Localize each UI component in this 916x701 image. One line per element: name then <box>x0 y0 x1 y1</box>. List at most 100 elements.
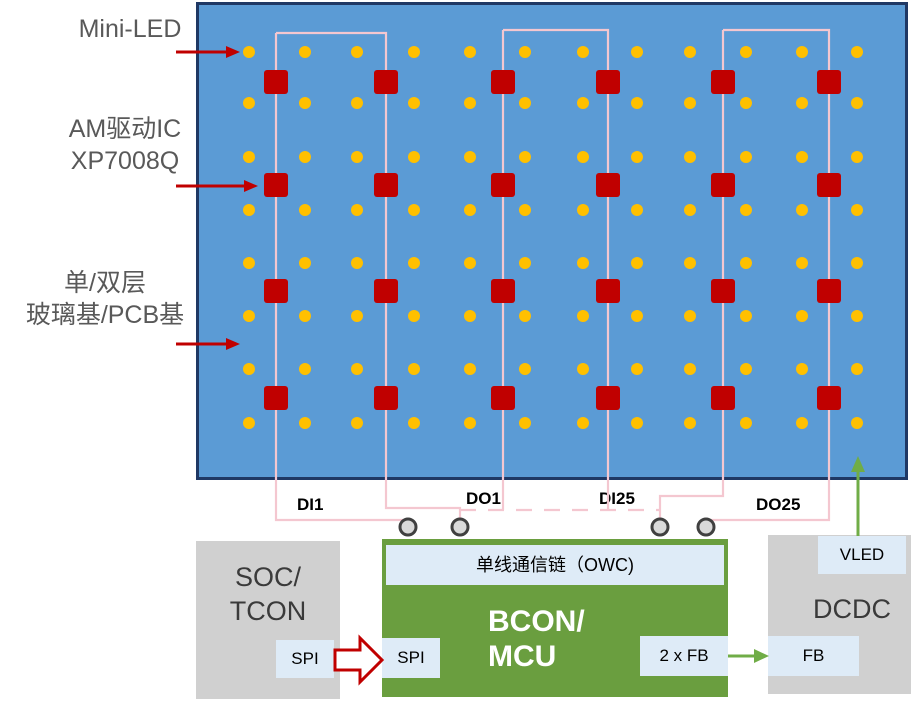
mini-led-dot <box>851 310 863 322</box>
dcdc-label: DCDC <box>813 594 891 624</box>
mini-led-dot <box>519 417 531 429</box>
mini-led-dot <box>299 310 311 322</box>
driver-ic-chip <box>491 173 515 197</box>
mini-led-dot <box>740 417 752 429</box>
bcon-fb-port: 2 x FB <box>640 636 728 676</box>
driver-ic-chip <box>374 386 398 410</box>
mini-led-dot <box>577 151 589 163</box>
driver-ic-chip <box>817 70 841 94</box>
mini-led-dot <box>351 46 363 58</box>
mini-led-dot <box>351 204 363 216</box>
mini-led-dot <box>740 204 752 216</box>
mini-led-dot <box>243 46 255 58</box>
mini-led-dot <box>519 204 531 216</box>
mini-led-dot <box>577 257 589 269</box>
mini-led-dot <box>796 257 808 269</box>
mini-led-dot <box>243 97 255 109</box>
mini-led-dot <box>408 363 420 375</box>
dcdc-fb-port: FB <box>768 636 859 676</box>
mini-led-dot <box>684 97 696 109</box>
mini-led-dot <box>684 204 696 216</box>
driver-ic-chip <box>711 386 735 410</box>
wire-pair3 <box>721 28 831 82</box>
mini-led-dot <box>519 97 531 109</box>
mini-led-dot <box>684 310 696 322</box>
driver-ic-chip <box>374 279 398 303</box>
driver-ic-chip <box>711 173 735 197</box>
am-driver-arrowhead <box>244 180 258 192</box>
mini-led-dot <box>519 363 531 375</box>
driver-ic-chip <box>596 173 620 197</box>
driver-ic-chip <box>491 279 515 303</box>
mini-led-dot <box>631 151 643 163</box>
mini-led-dot <box>351 97 363 109</box>
mini-led-dot <box>740 97 752 109</box>
mini-led-dot <box>631 257 643 269</box>
mini-led-dot <box>299 417 311 429</box>
driver-ic-chip <box>817 386 841 410</box>
spi-hollow-arrow <box>333 634 385 686</box>
am-driver-label-line1: AM驱动IC <box>68 115 182 143</box>
mini-led-dot <box>577 97 589 109</box>
mini-led-dot <box>408 46 420 58</box>
driver-ic-chip <box>264 70 288 94</box>
soc-tcon-label-line1: SOC/ <box>234 562 301 592</box>
vled-arrowhead <box>851 456 865 472</box>
mini-led-dot <box>796 97 808 109</box>
connector-ring-di25 <box>650 517 670 537</box>
mini-led-dot <box>577 204 589 216</box>
substrate-arrowhead <box>226 338 240 350</box>
driver-ic-chip <box>596 70 620 94</box>
bcon-label-line2: MCU <box>488 640 557 673</box>
mini-led-dot <box>464 417 476 429</box>
wire-do25-drop <box>704 398 831 527</box>
mini-led-dot <box>351 310 363 322</box>
mini-led-dot <box>851 97 863 109</box>
mini-led-dot <box>464 46 476 58</box>
mini-led-dot <box>796 310 808 322</box>
driver-ic-array <box>264 70 841 410</box>
mini-led-dot <box>299 97 311 109</box>
mini-led-dot <box>351 363 363 375</box>
wire-label-di1: DI1 <box>297 495 324 514</box>
mini-led-dot <box>740 46 752 58</box>
connector-ring-di1 <box>398 517 418 537</box>
mini-led-dot <box>408 97 420 109</box>
mini-led-dot <box>464 151 476 163</box>
driver-ic-chip <box>817 173 841 197</box>
mini-led-dot <box>796 417 808 429</box>
mini-led-dot <box>464 204 476 216</box>
mini-led-dot <box>519 151 531 163</box>
mini-led-dot <box>464 363 476 375</box>
owc-bus: 单线通信链（OWC) <box>386 545 724 585</box>
driver-ic-chip <box>711 70 735 94</box>
mini-led-dot <box>684 151 696 163</box>
mini-led-dot <box>796 151 808 163</box>
driver-ic-chip <box>491 70 515 94</box>
driver-ic-chip <box>596 279 620 303</box>
wire-label-do25: DO25 <box>756 495 801 514</box>
driver-ic-chip <box>264 173 288 197</box>
driver-ic-chip <box>817 279 841 303</box>
mini-led-dot <box>243 417 255 429</box>
wire-label-do1: DO1 <box>466 489 501 508</box>
mini-led-dot <box>299 46 311 58</box>
mini-led-dot <box>243 363 255 375</box>
mini-led-dot <box>631 417 643 429</box>
mini-led-dot <box>243 257 255 269</box>
mini-led-dot <box>577 310 589 322</box>
wire-pair2 <box>501 28 610 82</box>
am-driver-label-line2: XP7008Q <box>70 147 180 175</box>
mini-led-dot <box>351 151 363 163</box>
mini-led-dot <box>631 204 643 216</box>
mini-led-dot <box>851 363 863 375</box>
mini-led-dot <box>408 204 420 216</box>
mini-led-dot <box>299 363 311 375</box>
mini-led-dot <box>684 363 696 375</box>
mini-led-dot <box>519 310 531 322</box>
mini-led-dot <box>851 46 863 58</box>
mini-led-dot <box>299 257 311 269</box>
driver-ic-chip <box>711 279 735 303</box>
mini-led-dot <box>631 46 643 58</box>
